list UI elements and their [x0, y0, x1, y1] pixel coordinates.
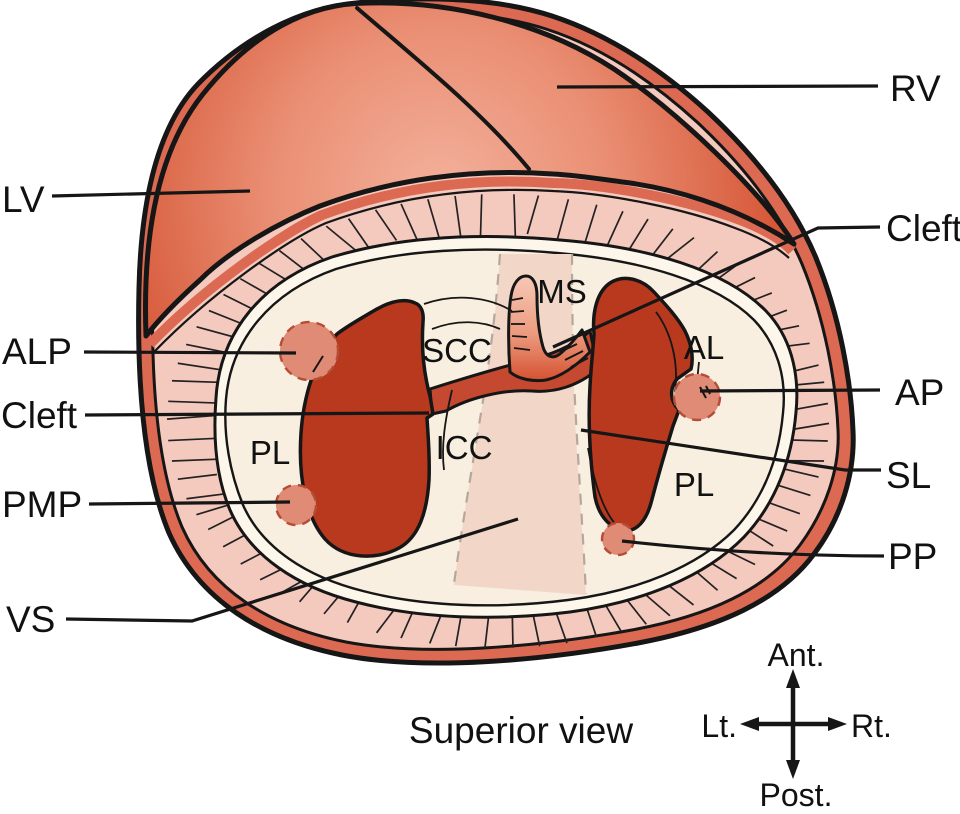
alp-papillary-circle: [278, 320, 340, 382]
ventricular-septum-band: [454, 254, 586, 595]
label-sl: SL: [886, 455, 931, 496]
caption-superior-view: Superior view: [409, 710, 633, 751]
leader-pmp: [88, 500, 291, 506]
orientation-compass: Ant. Post. Lt. Rt.: [701, 637, 891, 813]
arrowhead-right-icon: [828, 717, 847, 731]
texture-line: [168, 400, 215, 404]
right-av-orifice: [587, 276, 694, 533]
membranous-septum-projection: [507, 274, 592, 383]
cleft-hatch-lines: [559, 343, 589, 368]
label-pp: PP: [888, 536, 937, 577]
septum-dashed-edge-right: [570, 253, 588, 595]
label-cleft-left: Cleft: [1, 395, 78, 436]
wall-top-line: [153, 188, 790, 353]
arrowhead-down-icon: [786, 760, 800, 779]
leader-rv: [556, 84, 879, 89]
texture-line: [526, 195, 540, 235]
label-pl-right: PL: [674, 466, 714, 503]
leader-ap: [699, 388, 881, 393]
label-al: AL: [684, 329, 724, 366]
leader-alp: [83, 350, 297, 355]
compass-label-left: Lt.: [701, 708, 737, 744]
texture-line: [177, 473, 217, 481]
leader-cleft-right: [552, 225, 881, 349]
texture-line: [584, 204, 598, 243]
ap-papillary-circle: [672, 372, 722, 422]
texture-line: [374, 209, 398, 241]
label-icc: ICC: [436, 429, 493, 466]
label-lv: LV: [2, 179, 45, 220]
label-scc: SCC: [422, 332, 492, 369]
label-cleft-right: Cleft: [886, 208, 960, 249]
epicardial-strip: [146, 176, 796, 348]
texture-line: [606, 210, 624, 247]
label-ms: MS: [537, 273, 587, 310]
label-vs: VS: [6, 599, 55, 640]
texture-line: [454, 195, 463, 241]
texture-line: [794, 422, 830, 430]
label-ap: AP: [895, 372, 944, 413]
label-pl-left: PL: [250, 434, 290, 471]
texture-line: [177, 362, 227, 372]
arrowhead-up-icon: [786, 669, 800, 688]
texture-line: [793, 402, 829, 411]
compass-label-right: Rt.: [851, 708, 892, 744]
pp-papillary-circle: [600, 521, 636, 557]
compass-label-anterior: Ant.: [768, 637, 825, 673]
texture-line: [325, 225, 356, 251]
label-pmp: PMP: [2, 484, 82, 525]
texture-line: [556, 199, 570, 241]
membranous-septum-hatch-lines: [510, 297, 531, 351]
compass-label-posterior: Post.: [760, 777, 833, 813]
leader-sl: [580, 428, 881, 472]
pmp-papillary-circle: [274, 483, 318, 527]
papillary-circles: [274, 320, 722, 557]
texture-line: [513, 194, 517, 241]
compass-arrowheads: [740, 669, 847, 779]
label-alp: ALP: [2, 331, 72, 372]
texture-line: [171, 458, 222, 462]
label-rv: RV: [890, 68, 941, 109]
leader-lines: [51, 84, 885, 623]
arrowhead-left-icon: [740, 717, 759, 731]
texture-line: [628, 218, 649, 251]
leader-pp: [621, 539, 885, 558]
interventricular-groove-line: [355, 6, 531, 171]
leader-vs: [65, 517, 519, 623]
leader-lv: [51, 189, 251, 198]
texture-line: [666, 236, 695, 260]
leader-cleft-left: [84, 411, 430, 417]
